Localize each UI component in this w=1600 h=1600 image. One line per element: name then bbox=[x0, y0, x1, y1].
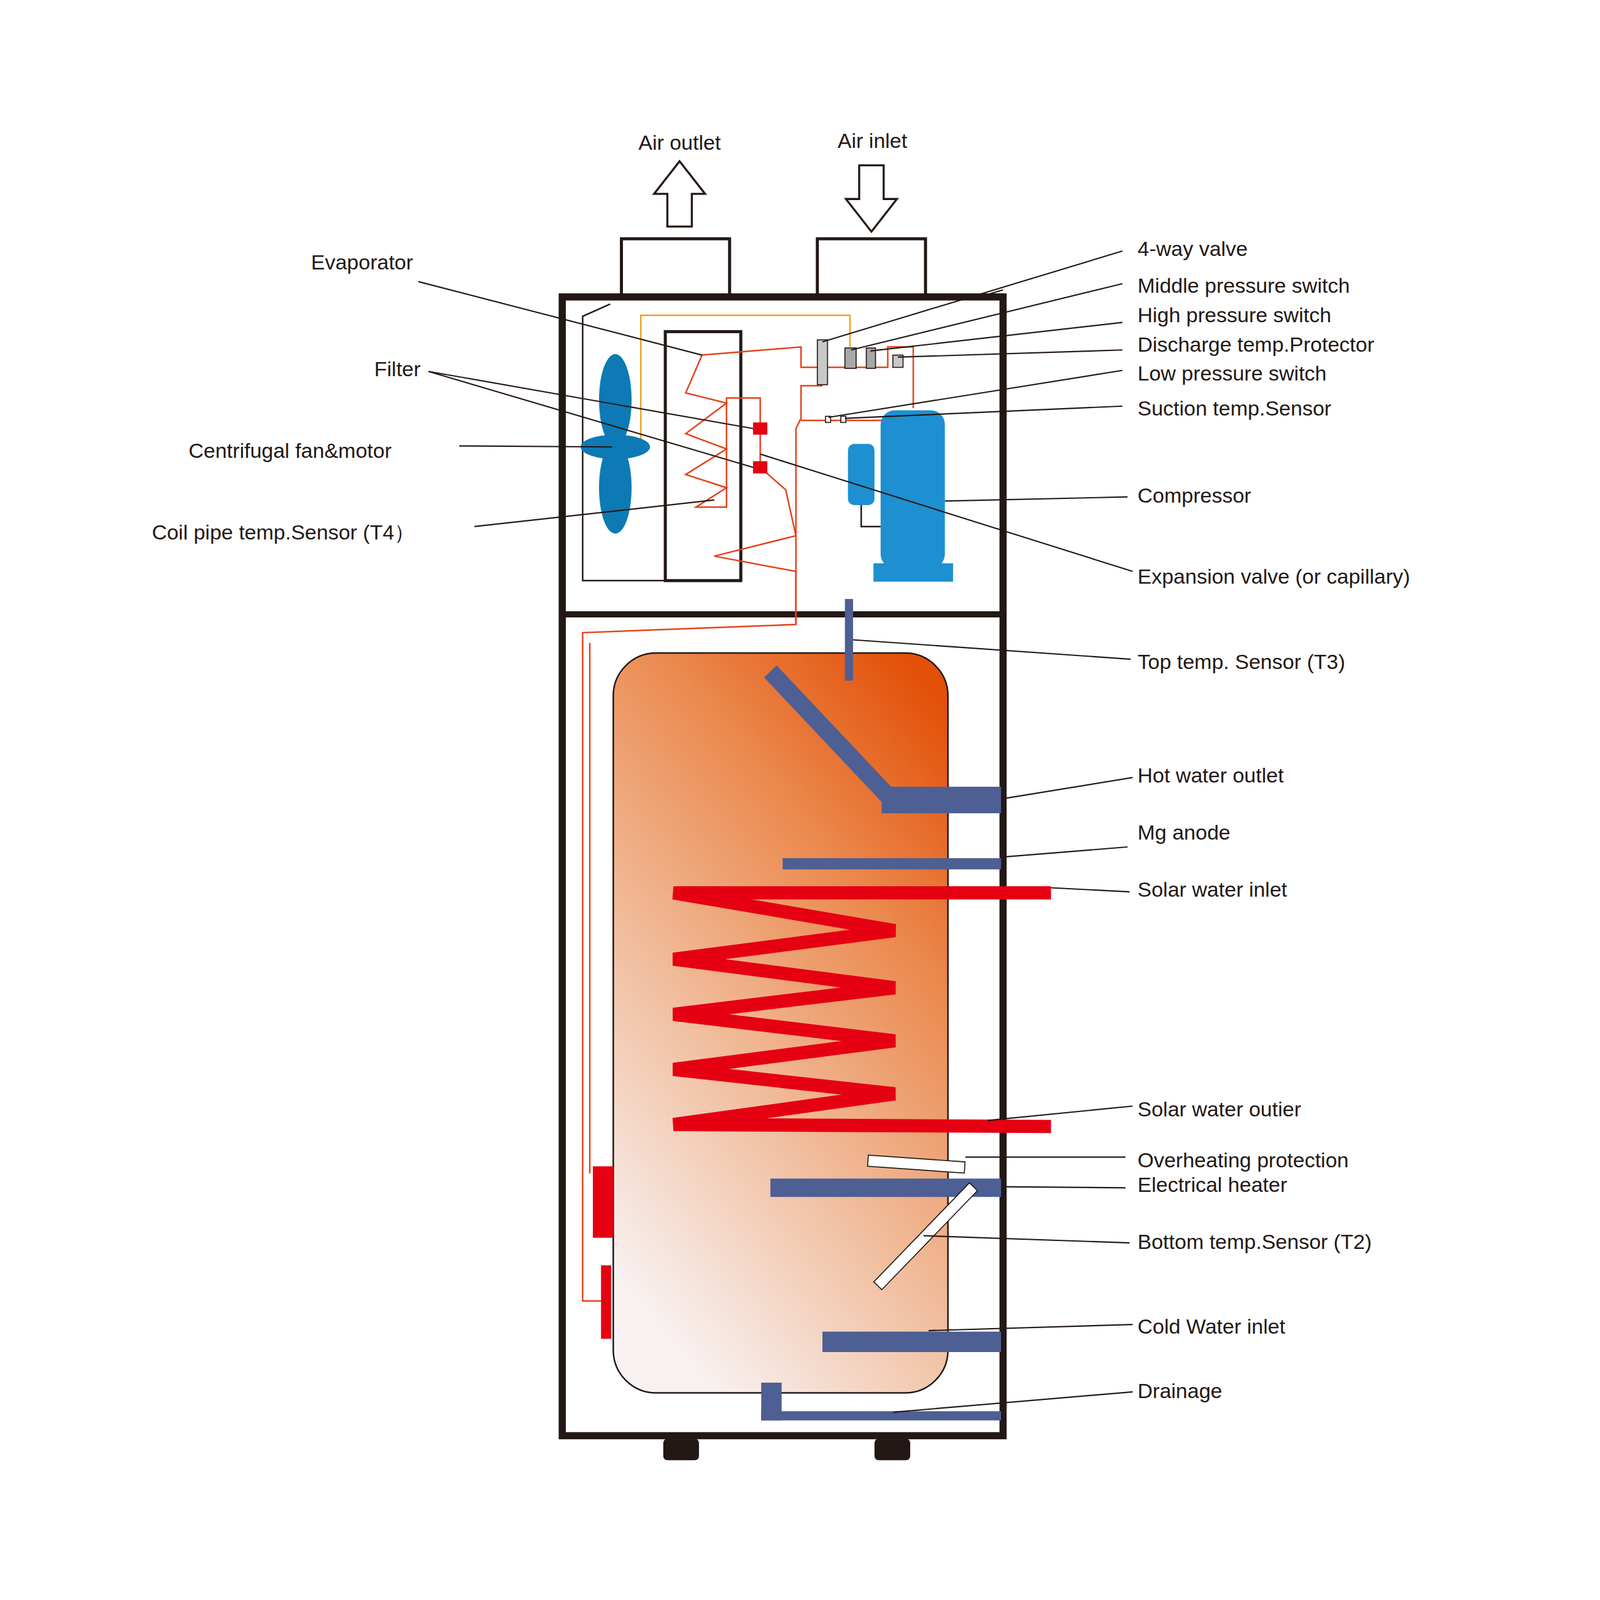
part-label: 4-way valve bbox=[1136, 236, 1251, 261]
hot-water-pipe bbox=[770, 671, 890, 798]
divider bbox=[562, 611, 1003, 618]
outlet-arrow bbox=[654, 161, 706, 227]
filter bbox=[753, 461, 768, 474]
part-label: Suction temp.Sensor bbox=[1136, 396, 1334, 421]
condenser-pad bbox=[600, 1265, 612, 1340]
middle-pressure-switch bbox=[845, 347, 857, 369]
part-label: Mg anode bbox=[1136, 820, 1233, 845]
part-label: Drainage bbox=[1136, 1379, 1225, 1403]
part-label: Expansion valve (or capillary) bbox=[1136, 564, 1413, 589]
foot bbox=[874, 1438, 911, 1461]
air-outlet-duct bbox=[621, 238, 730, 298]
part-label: High pressure switch bbox=[1136, 303, 1334, 328]
refrigerant-line bbox=[796, 385, 823, 625]
filter bbox=[753, 422, 768, 435]
part-label: Electrical heater bbox=[1136, 1172, 1290, 1197]
cold-water-inlet bbox=[822, 1331, 1001, 1353]
foot bbox=[663, 1438, 700, 1461]
suction-sensor bbox=[840, 416, 846, 423]
part-label: Compressor bbox=[1136, 483, 1254, 508]
part-label: Low pressure switch bbox=[1136, 361, 1329, 386]
part-label: Air inlet bbox=[835, 128, 909, 153]
part-label: Bottom temp.Sensor (T2) bbox=[1136, 1229, 1375, 1254]
part-label: Filter bbox=[372, 357, 423, 382]
top-sensor bbox=[845, 599, 854, 681]
drainage-pipe bbox=[761, 1410, 1001, 1421]
four-way-valve bbox=[817, 340, 828, 385]
evaporator-coil bbox=[685, 355, 760, 508]
part-label: Top temp. Sensor (T3) bbox=[1136, 649, 1348, 674]
air-inlet-duct bbox=[817, 238, 926, 298]
part-label: Hot water outlet bbox=[1136, 763, 1286, 788]
part-label: Overheating protection bbox=[1136, 1148, 1351, 1173]
part-label: Coil pipe temp.Sensor (T4） bbox=[149, 520, 417, 545]
compressor-base bbox=[873, 563, 954, 582]
centrifugal-fan bbox=[580, 354, 650, 534]
part-label: Evaporator bbox=[309, 250, 415, 275]
compressor bbox=[880, 409, 946, 569]
pipe bbox=[861, 505, 881, 527]
condenser-pad bbox=[592, 1166, 614, 1238]
housing bbox=[562, 297, 1003, 1436]
part-label: Air outlet bbox=[636, 130, 723, 155]
part-label: Middle pressure switch bbox=[1136, 273, 1353, 298]
hot-water-outlet bbox=[881, 786, 1002, 814]
part-label: Cold Water inlet bbox=[1136, 1314, 1288, 1339]
leader-lines bbox=[418, 251, 1133, 1413]
part-label: Solar water outier bbox=[1136, 1097, 1303, 1122]
overheating-protection bbox=[867, 1155, 966, 1173]
refrigerant-line bbox=[702, 346, 914, 409]
solar-coil bbox=[673, 892, 1051, 1127]
evaporator bbox=[665, 331, 741, 581]
mg-anode bbox=[782, 857, 1001, 870]
inlet-arrow bbox=[845, 165, 897, 232]
part-label: Centrifugal fan&motor bbox=[186, 438, 394, 463]
accumulator bbox=[848, 443, 875, 506]
refrigerant-line bbox=[589, 642, 591, 1174]
part-label: Discharge temp.Protector bbox=[1136, 332, 1377, 357]
part-label: Solar water inlet bbox=[1136, 877, 1290, 902]
